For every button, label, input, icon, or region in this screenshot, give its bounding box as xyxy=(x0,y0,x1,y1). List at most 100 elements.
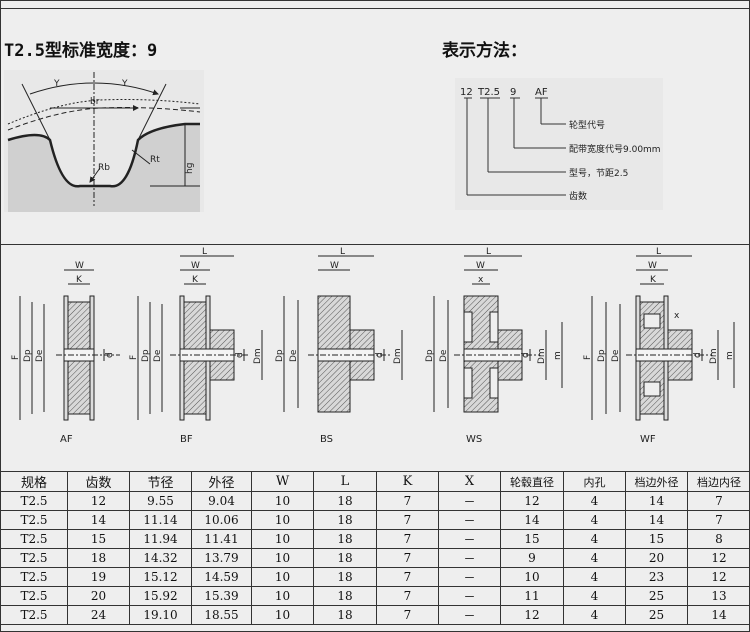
table-cell: 12 xyxy=(687,548,750,568)
pulley-bs-diagram xyxy=(283,255,403,413)
ws-type-label: WS xyxy=(466,434,482,445)
notation-labels: 12 T2.5 9 AF 轮型代号 配带宽度代号9.00mm 型号，节距2.5 … xyxy=(460,87,661,202)
table-cell: 7 xyxy=(376,529,439,549)
table-cell: T2.5 xyxy=(0,605,68,625)
col-header-teeth: 齿数 xyxy=(67,471,130,492)
tooth-label-y-right: Y xyxy=(121,79,128,89)
table-cell: 12 xyxy=(500,491,564,511)
col-header-flange-outer: 档边外径 xyxy=(625,471,688,492)
col-header-hub-diameter: 轮毂直径 xyxy=(500,471,564,492)
table-cell: 7 xyxy=(376,491,439,511)
wf-label-l: L xyxy=(656,247,661,257)
bf-label-f: F xyxy=(129,355,139,360)
table-cell: 14.32 xyxy=(129,548,192,568)
pulley-ws-labels: L W x Dp De d Dm m WS xyxy=(425,247,563,445)
table-cell: 18 xyxy=(313,586,377,606)
pulley-af-diagram xyxy=(19,269,120,421)
table-cell: 14.59 xyxy=(191,567,252,587)
af-label-w: W xyxy=(75,261,84,271)
notation-legend-wheel: 轮型代号 xyxy=(569,119,605,131)
table-cell: 11.14 xyxy=(129,510,192,530)
ws-label-x: x xyxy=(478,275,484,285)
table-cell: 13.79 xyxy=(191,548,252,568)
col-header-flange-inner: 档边内径 xyxy=(687,471,750,492)
table-cell: 15.39 xyxy=(191,586,252,606)
table-cell: 7 xyxy=(376,605,439,625)
pulley-wf-diagram xyxy=(591,255,735,421)
table-cell: 10 xyxy=(251,529,314,549)
table-cell: 7 xyxy=(376,548,439,568)
table-cell: 4 xyxy=(563,510,626,530)
bs-type-label: BS xyxy=(320,434,333,445)
table-cell: 15 xyxy=(67,529,130,549)
drawings: Y Y br Rb Rt hg 12 T2.5 9 AF xyxy=(4,70,735,445)
wf-type-label: WF xyxy=(640,434,656,445)
notation-title: 表示方法： xyxy=(442,41,527,61)
col-header-spec: 规格 xyxy=(0,471,68,492)
table-cell: 18 xyxy=(67,548,130,568)
wf-label-de: De xyxy=(611,349,621,362)
table-cell: T2.5 xyxy=(0,510,68,530)
bf-type-label: BF xyxy=(180,434,193,445)
col-header-outer-diameter: 外径 xyxy=(191,471,252,492)
bs-label-w: W xyxy=(330,261,339,271)
ws-label-de: De xyxy=(439,349,449,362)
wf-label-w: W xyxy=(648,261,657,271)
table-cell: 7 xyxy=(687,510,750,530)
col-header-l: L xyxy=(313,471,377,492)
notation-legend-width: 配带宽度代号9.00mm xyxy=(569,143,661,155)
wf-label-d: d xyxy=(693,352,703,358)
tooth-profile-diagram xyxy=(4,70,204,212)
table-cell: 10 xyxy=(251,605,314,625)
table-cell: 11.94 xyxy=(129,529,192,549)
table-cell: 14 xyxy=(67,510,130,530)
ws-label-l: L xyxy=(486,247,491,257)
table-cell: 4 xyxy=(563,491,626,511)
table-cell: 12 xyxy=(687,567,750,587)
table-cell: T2.5 xyxy=(0,548,68,568)
bf-label-k: K xyxy=(192,275,199,285)
notation-code-type: T2.5 xyxy=(477,87,500,98)
table-cell: 13 xyxy=(687,586,750,606)
table-cell: 19.10 xyxy=(129,605,192,625)
ws-label-dm: Dm xyxy=(537,348,547,364)
table-cell: 4 xyxy=(563,567,626,587)
table-cell: 15.12 xyxy=(129,567,192,587)
af-type-label: AF xyxy=(60,434,73,445)
tooth-profile-labels: Y Y br Rb Rt hg xyxy=(53,79,195,174)
pulley-bf-diagram xyxy=(137,255,263,421)
notation-legend-teeth: 齿数 xyxy=(569,190,587,202)
col-header-pitch-diameter: 节径 xyxy=(129,471,192,492)
table-cell: 14 xyxy=(625,510,688,530)
bf-label-d: d xyxy=(235,352,245,358)
table-cell: T2.5 xyxy=(0,586,68,606)
col-header-k: K xyxy=(376,471,439,492)
pulley-bs-labels: L W Dp De d Dm BS xyxy=(275,247,403,445)
table-cell: 4 xyxy=(563,548,626,568)
table-cell: 18 xyxy=(313,605,377,625)
tooth-label-br: br xyxy=(90,97,100,107)
wf-label-dp: Dp xyxy=(597,349,607,362)
wf-label-k: K xyxy=(650,275,657,285)
tooth-label-rb: Rb xyxy=(98,163,110,173)
table-cell: 10 xyxy=(251,586,314,606)
af-label-dp: Dp xyxy=(23,349,33,362)
table-cell: － xyxy=(438,605,501,625)
table-cell: 15.92 xyxy=(129,586,192,606)
table-cell: 9.55 xyxy=(129,491,192,511)
standard-width-title: T2.5型标准宽度：9 xyxy=(4,41,158,61)
pulley-bf-labels: L W K F Dp De d Dm BF xyxy=(129,247,263,445)
bf-label-dp: Dp xyxy=(141,349,151,362)
table-cell: 10 xyxy=(251,567,314,587)
af-label-de: De xyxy=(35,349,45,362)
bf-label-l: L xyxy=(202,247,207,257)
table-cell: 4 xyxy=(563,529,626,549)
af-label-d: d xyxy=(105,352,115,358)
table-cell: 18 xyxy=(313,529,377,549)
bf-label-dm: Dm xyxy=(253,348,263,364)
